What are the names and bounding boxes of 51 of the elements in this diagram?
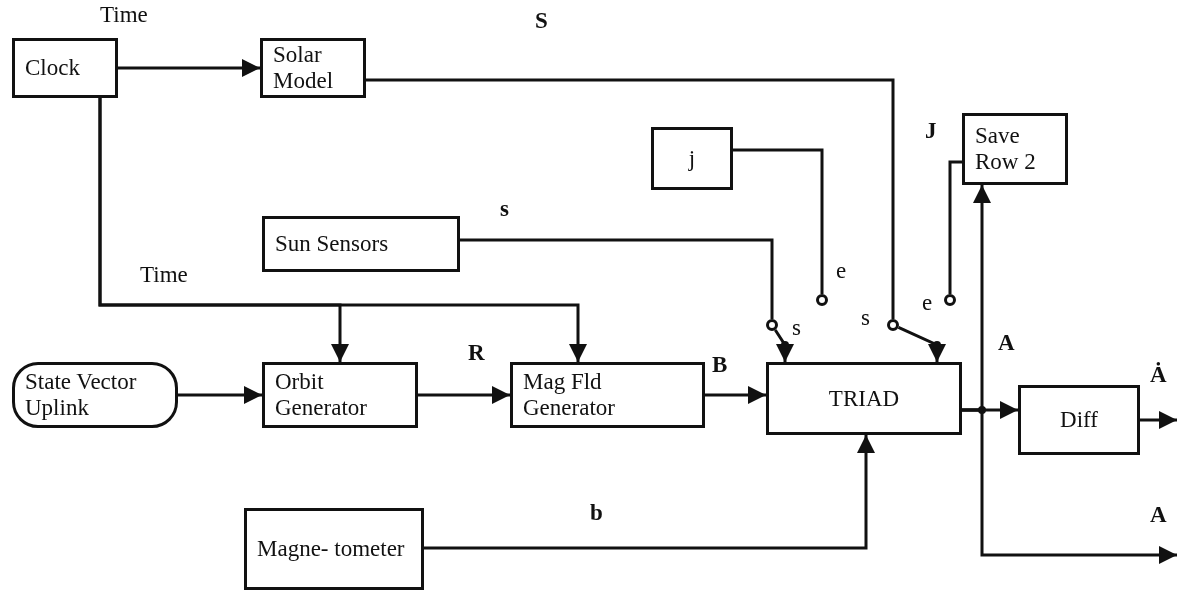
arrow: [178, 386, 262, 404]
node-label: j: [688, 145, 696, 172]
switch-contact: [887, 319, 899, 331]
process-box: [766, 362, 962, 435]
switch-contact: [816, 294, 828, 306]
node-label: State Vector Uplink: [25, 369, 138, 421]
node-label: Sun Sensors: [275, 231, 389, 257]
node-label: Solar Model: [273, 42, 335, 94]
process-box: [651, 127, 733, 190]
arrow: [1140, 411, 1177, 429]
arrow: [705, 386, 766, 404]
switch-arm: [897, 326, 946, 362]
edge-label: J: [925, 118, 937, 144]
switch-arm: [774, 329, 794, 362]
edge-label: Ȧ: [1150, 362, 1167, 388]
process-box: [962, 113, 1068, 185]
node-label: Orbit Generator: [275, 369, 368, 421]
process-box: [262, 362, 418, 428]
edge-label: b: [590, 500, 603, 526]
edge-label: Time: [140, 262, 188, 288]
edge-label: A: [998, 330, 1015, 356]
process-box: [510, 362, 705, 428]
edge-label: S: [535, 8, 548, 34]
arrow: [118, 59, 260, 77]
process-box: [260, 38, 366, 98]
arrow: [418, 386, 510, 404]
edge-label: R: [468, 340, 485, 366]
input-terminal: [12, 362, 178, 428]
edge-label: B: [712, 352, 728, 378]
edge-label: Time: [100, 2, 148, 28]
contact-label: e: [922, 290, 933, 316]
arrow: [424, 435, 875, 550]
node-label: Diff: [1060, 407, 1098, 433]
contact-label: e: [836, 258, 847, 284]
switch-contact: [944, 294, 956, 306]
edge-label: s: [500, 196, 509, 222]
contact-label: s: [792, 315, 801, 341]
switch-contact: [766, 319, 778, 331]
edge-label: A: [1150, 502, 1167, 528]
process-box: [262, 216, 460, 272]
node-label: Mag Fld Generator: [523, 369, 616, 421]
arrow: [962, 408, 1177, 564]
node-label: TRIAD: [828, 385, 900, 412]
node-label: Save Row 2: [975, 123, 1037, 175]
process-box: [12, 38, 118, 98]
node-label: Magne- tometer: [257, 536, 405, 562]
process-box: [1018, 385, 1140, 455]
node-label: Clock: [25, 55, 80, 81]
process-box: [244, 508, 424, 590]
arrow: [98, 98, 587, 362]
contact-label: s: [861, 305, 870, 331]
